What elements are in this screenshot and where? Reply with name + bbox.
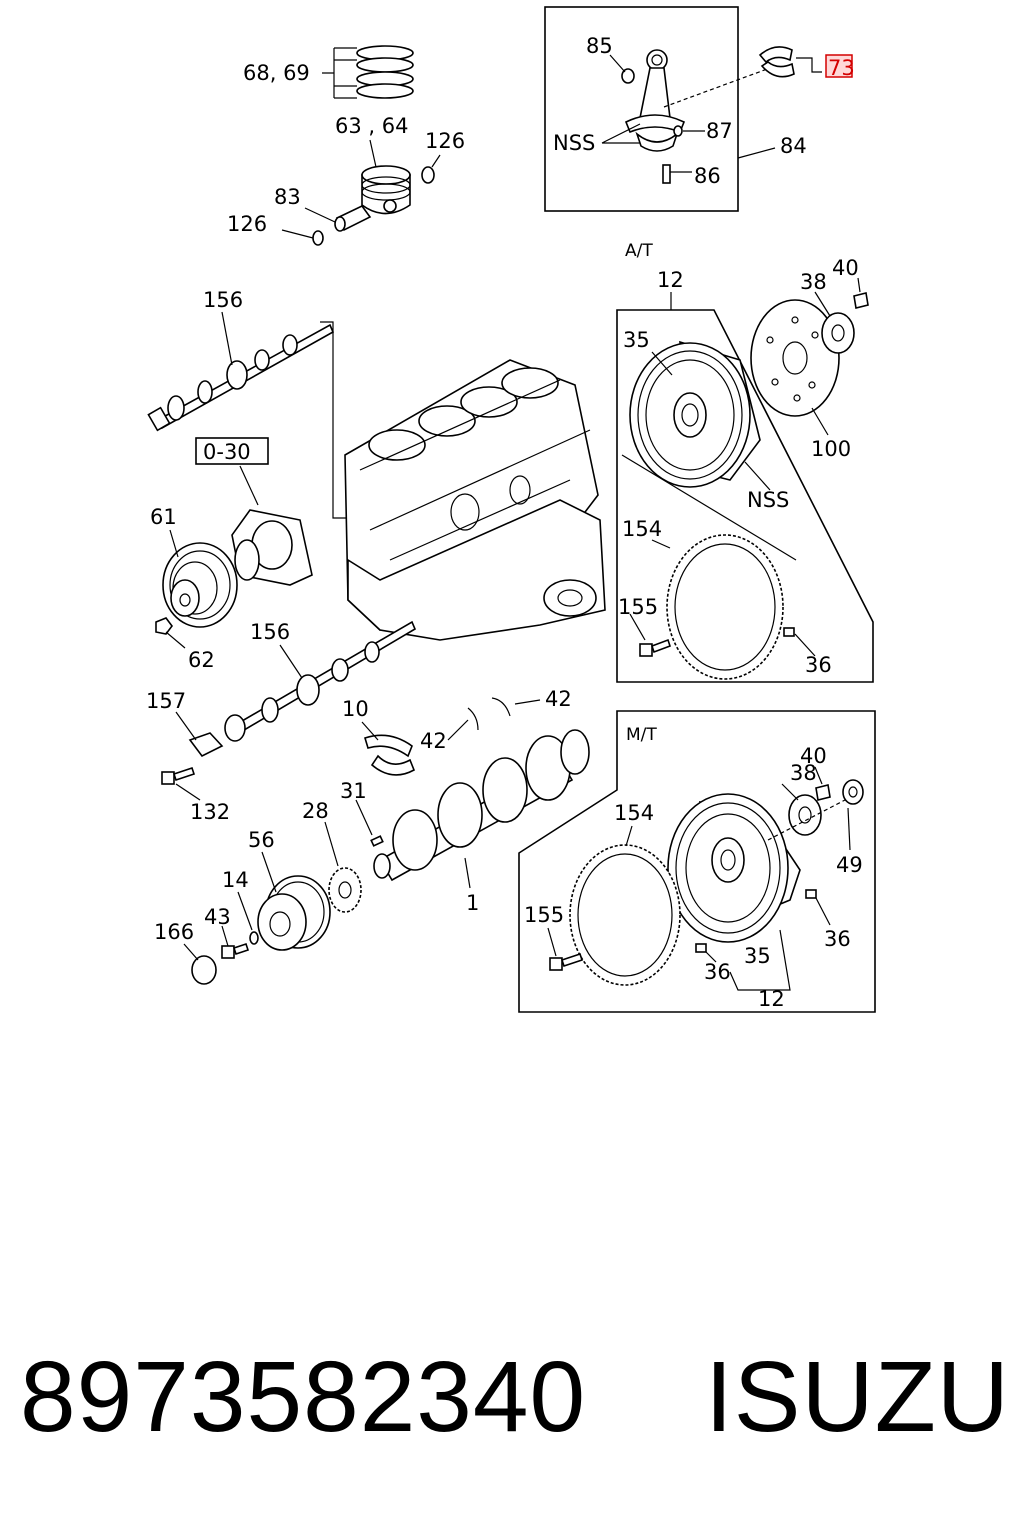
callout-84[interactable]: 84 — [780, 134, 807, 158]
spacer-38-mt-drawing — [781, 783, 822, 836]
connecting-rod-drawing — [601, 49, 776, 184]
callout-156-upper[interactable]: 156 — [203, 288, 243, 312]
callout-36-mt-left[interactable]: 36 — [704, 960, 731, 984]
callout-12-mt[interactable]: 12 — [758, 987, 785, 1011]
bolt-40-at-drawing — [853, 277, 869, 309]
flex-plate-100-drawing — [750, 299, 840, 436]
main-bearing-10-drawing — [361, 721, 416, 776]
crank-gear-28-drawing — [324, 821, 362, 913]
callout-10[interactable]: 10 — [342, 697, 369, 721]
callout-1[interactable]: 1 — [466, 891, 479, 915]
mt-flywheel-35-drawing — [667, 793, 801, 943]
callout-38-mt[interactable]: 38 — [790, 761, 817, 785]
callout-86[interactable]: 86 — [694, 164, 721, 188]
callout-132[interactable]: 132 — [190, 800, 230, 824]
callout-42-left[interactable]: 42 — [420, 729, 447, 753]
callout-87[interactable]: 87 — [706, 119, 733, 143]
callout-73-highlighted[interactable]: 73 — [828, 56, 855, 80]
dowel-36-at-drawing — [783, 627, 816, 657]
callout-155-at[interactable]: 155 — [618, 595, 658, 619]
key-31-drawing — [355, 799, 384, 847]
pilot-bearing-49-drawing — [767, 779, 864, 851]
callout-28[interactable]: 28 — [302, 799, 329, 823]
at-flywheel-35-drawing — [621, 340, 797, 561]
ring-gear-154-mt-drawing — [569, 825, 681, 986]
callout-35-at[interactable]: 35 — [623, 328, 650, 352]
callout-61[interactable]: 61 — [150, 505, 177, 529]
bolt-155-mt-drawing — [547, 927, 584, 971]
part-number: 8973582340 — [20, 1341, 587, 1453]
connecting-rod-frame — [544, 6, 739, 212]
piston-drawing — [281, 139, 441, 246]
part-footer: 8973582340 ISUZU — [0, 1340, 1024, 1470]
isuzu-engine-parts-diagram: 68, 69 63 , 64 126 83 126 — [146, 6, 876, 1013]
callout-0-30-frame — [195, 437, 269, 465]
callout-43[interactable]: 43 — [204, 905, 231, 929]
bracket-12-mt — [729, 929, 791, 991]
callout-at[interactable]: A/T — [625, 241, 653, 261]
ring-gear-154-at-drawing — [651, 534, 784, 680]
water-pump-drawing — [231, 509, 313, 586]
callout-85[interactable]: 85 — [586, 34, 613, 58]
bolt-43-drawing — [221, 925, 250, 959]
callout-38-at[interactable]: 38 — [800, 270, 827, 294]
mt-frame — [518, 710, 876, 1013]
callout-126-lower[interactable]: 126 — [227, 212, 267, 236]
callout-36-mt-right[interactable]: 36 — [824, 927, 851, 951]
callout-mt[interactable]: M/T — [626, 725, 657, 745]
callout-56[interactable]: 56 — [248, 828, 275, 852]
callout-166[interactable]: 166 — [154, 920, 194, 944]
callout-62[interactable]: 62 — [188, 648, 215, 672]
callout-154-at[interactable]: 154 — [622, 517, 662, 541]
callout-68-69[interactable]: 68, 69 — [243, 61, 310, 85]
callout-nss-rod[interactable]: NSS — [553, 131, 595, 155]
callout-157[interactable]: 157 — [146, 689, 186, 713]
callout-83[interactable]: 83 — [274, 185, 301, 209]
crankshaft-drawing — [373, 729, 590, 889]
callout-40-at[interactable]: 40 — [832, 256, 859, 280]
callout-35-mt[interactable]: 35 — [744, 944, 771, 968]
engine-block-drawing — [344, 359, 606, 641]
callout-12-at[interactable]: 12 — [657, 268, 684, 292]
callout-42-right[interactable]: 42 — [545, 687, 572, 711]
crank-pulley-56-drawing — [257, 851, 331, 951]
callout-40-mt[interactable]: 40 — [800, 744, 827, 768]
bolt-132-drawing — [161, 766, 201, 801]
callout-36-at[interactable]: 36 — [805, 653, 832, 677]
callout-154-mt[interactable]: 154 — [614, 801, 654, 825]
callout-155-mt[interactable]: 155 — [524, 903, 564, 927]
callout-nss-at[interactable]: NSS — [747, 488, 789, 512]
spacer-38-at-drawing — [814, 291, 855, 354]
thrust-plate-157-drawing — [175, 711, 224, 758]
camshaft-upper-drawing — [147, 311, 347, 519]
nut-62-drawing — [155, 617, 186, 649]
fan-pulley-61-drawing — [162, 529, 238, 628]
at-frame — [616, 309, 874, 683]
callout-14[interactable]: 14 — [222, 868, 249, 892]
callout-49[interactable]: 49 — [836, 853, 863, 877]
brand-name: ISUZU — [705, 1341, 1010, 1453]
rod-bearing-73-drawing — [758, 46, 822, 78]
callout-31[interactable]: 31 — [340, 779, 367, 803]
callout-156-middle[interactable]: 156 — [250, 620, 290, 644]
callout-100[interactable]: 100 — [811, 437, 851, 461]
cap-166-drawing — [183, 943, 217, 985]
highlight-box-73 — [825, 54, 853, 78]
callout-126-upper[interactable]: 126 — [425, 129, 465, 153]
bolt-155-at-drawing — [629, 613, 672, 657]
dowel-36-mt-drawing — [695, 889, 831, 963]
piston-rings-drawing — [322, 45, 414, 99]
callout-63-64[interactable]: 63 , 64 — [335, 114, 408, 138]
camshaft-lower-drawing — [224, 620, 417, 742]
callout-0-30[interactable]: 0-30 — [203, 440, 251, 464]
thrust-washers-42-drawing — [447, 697, 541, 741]
bolt-40-mt-drawing — [814, 766, 831, 801]
washer-14-drawing — [237, 891, 259, 945]
